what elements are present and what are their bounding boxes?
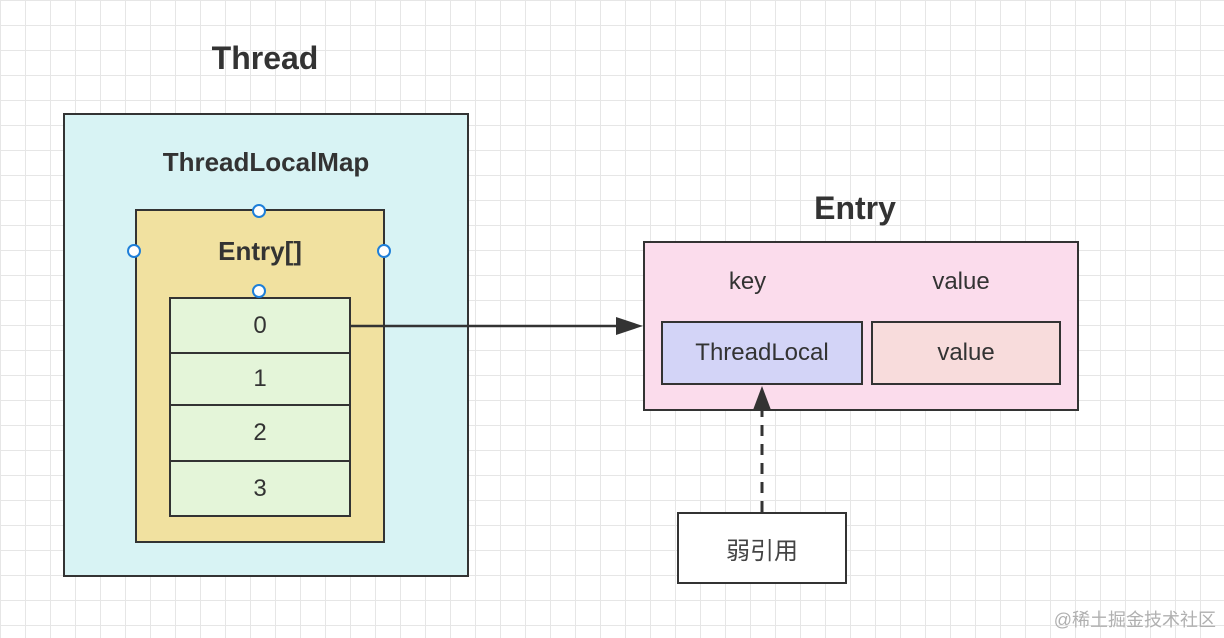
- selection-handle-top[interactable]: [252, 204, 266, 218]
- value-cell: value: [871, 321, 1061, 385]
- entry-reference-arrowhead: [616, 317, 643, 335]
- entry-title: Entry: [814, 190, 896, 226]
- selection-handle-left[interactable]: [127, 244, 141, 258]
- entry-array-label: Entry[]: [218, 236, 302, 266]
- thread-title: Thread: [211, 40, 319, 76]
- value-label: value: [932, 268, 990, 295]
- weak-reference-arrowhead: [753, 386, 771, 410]
- selection-handle-bottom[interactable]: [252, 284, 266, 298]
- watermark: @稀土掘金技术社区: [1053, 610, 1216, 630]
- weak-reference-box: 弱引用: [677, 512, 847, 584]
- threadlocalmap-label: ThreadLocalMap: [162, 147, 370, 177]
- threadlocal-key-cell: ThreadLocal: [661, 321, 863, 385]
- entry-array-cell-3: 3: [169, 460, 351, 517]
- key-label: key: [728, 268, 767, 295]
- entry-array-cell-1: 1: [169, 352, 351, 406]
- selection-handle-right[interactable]: [377, 244, 391, 258]
